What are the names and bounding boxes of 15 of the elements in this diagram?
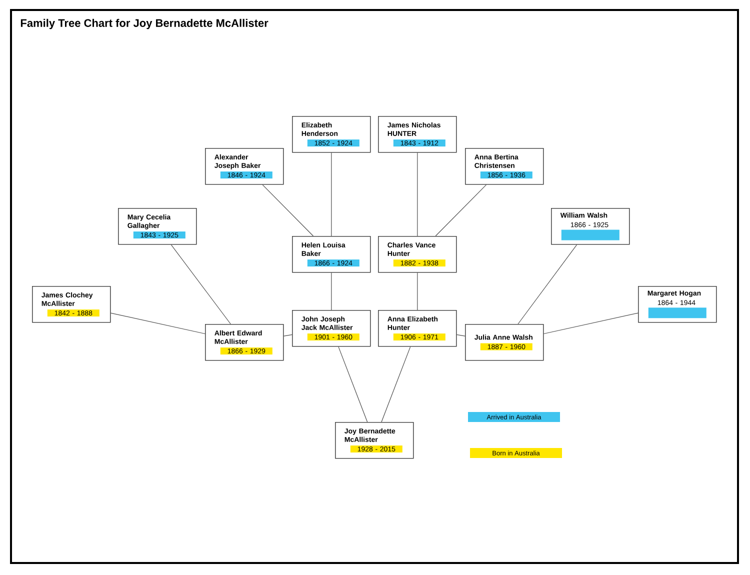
connector-line [417, 152, 418, 236]
connector-line [338, 346, 368, 422]
connector-line [170, 244, 231, 324]
connector-line [331, 272, 332, 310]
connector-line [284, 334, 292, 336]
connector-line [262, 184, 314, 236]
title: Family Tree Chart for Joy Bernadette McAllister [20, 18, 268, 30]
connector-line [417, 272, 418, 310]
connector-line [331, 152, 332, 236]
connector-line [518, 244, 578, 324]
connector-line [381, 346, 411, 422]
connector-line [110, 312, 206, 334]
connector-line [456, 334, 466, 336]
connector-line [435, 184, 487, 236]
connector-line [544, 312, 638, 334]
